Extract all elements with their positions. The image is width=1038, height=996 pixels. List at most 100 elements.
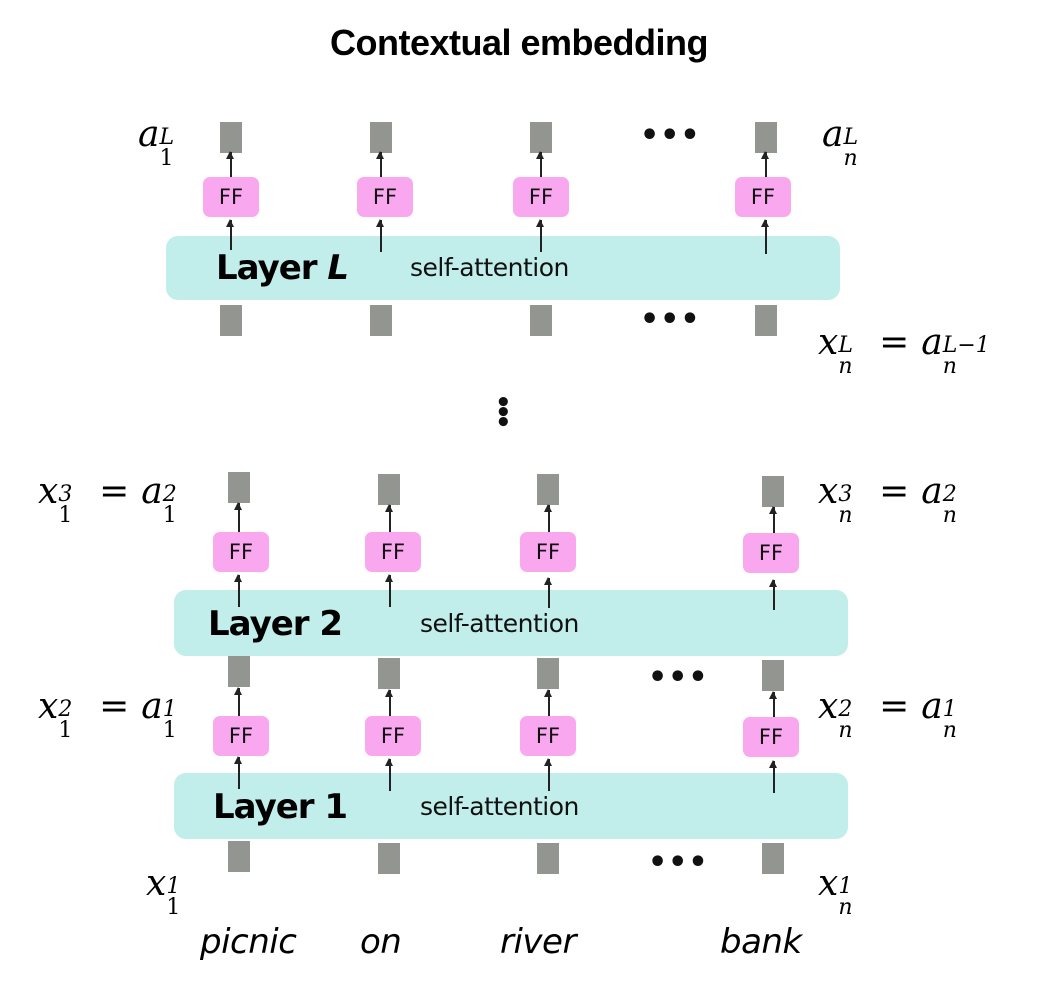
arrow-up bbox=[770, 506, 776, 537]
math-sup: 2 bbox=[942, 482, 957, 508]
output-vector-1-layer-2 bbox=[228, 472, 250, 503]
ff-box-layer-2-n: FF bbox=[743, 533, 799, 573]
math-base: a bbox=[141, 686, 163, 727]
arrow-up bbox=[235, 687, 241, 718]
math-sub: 1 bbox=[159, 146, 174, 172]
math-sub: n bbox=[942, 503, 957, 529]
ellipsis-input-layer-L: ••• bbox=[640, 302, 701, 337]
math-sub: n bbox=[838, 895, 853, 921]
output-vector-2-layer-L bbox=[370, 122, 392, 153]
math-base: a bbox=[822, 114, 844, 155]
math-equals: = bbox=[879, 322, 910, 363]
layer-L-self-attention-label: self-attention bbox=[410, 253, 569, 282]
arrow-up bbox=[545, 504, 551, 535]
math-sub: n bbox=[838, 503, 853, 529]
math-sup: 1 bbox=[162, 697, 177, 723]
math-sup: 2 bbox=[838, 697, 853, 723]
input-vector-n-layer-L bbox=[755, 305, 777, 336]
arrow-up bbox=[762, 219, 768, 254]
math-base: x bbox=[818, 863, 839, 904]
arrow-up bbox=[377, 219, 383, 252]
output-vector-1-layer-1 bbox=[228, 656, 250, 687]
ff-box-layer-1-1: FF bbox=[213, 716, 269, 756]
ff-box-layer-L-1: FF bbox=[203, 177, 259, 217]
math-equals: = bbox=[99, 471, 130, 512]
arrow-up bbox=[235, 756, 241, 789]
math-sup: 1 bbox=[166, 874, 181, 900]
math-base: a bbox=[141, 471, 163, 512]
arrow-up bbox=[545, 577, 551, 608]
ff-box-layer-1-n: FF bbox=[743, 717, 799, 757]
math-sup: 1 bbox=[942, 697, 957, 723]
ellipsis-output-layer-L: ••• bbox=[640, 118, 701, 153]
arrow-up bbox=[762, 151, 768, 178]
input-word-3: river bbox=[500, 922, 576, 962]
arrow-up bbox=[386, 574, 392, 607]
layer-1-band bbox=[174, 773, 848, 839]
ff-box-layer-1-2: FF bbox=[365, 716, 421, 756]
math-equals: = bbox=[99, 686, 130, 727]
arrow-up bbox=[386, 758, 392, 791]
input-vector-1-layer-1 bbox=[228, 841, 250, 872]
layer-2-band bbox=[174, 590, 848, 656]
ff-box-layer-L-3: FF bbox=[513, 177, 569, 217]
math-base: a bbox=[921, 322, 943, 363]
layer-1-self-attention-label: self-attention bbox=[420, 792, 579, 821]
math-sub: n bbox=[843, 146, 858, 172]
ff-box-layer-2-1: FF bbox=[213, 532, 269, 572]
arrow-up bbox=[386, 689, 392, 718]
layer-2-self-attention-label: self-attention bbox=[420, 609, 579, 638]
math-sub: 1 bbox=[58, 503, 73, 529]
vertical-ellipsis: • • • bbox=[495, 388, 512, 438]
math-sup: 3 bbox=[838, 482, 853, 508]
math-base: x bbox=[818, 686, 839, 727]
output-vector-n-layer-L bbox=[755, 122, 777, 153]
math-base: x bbox=[38, 471, 59, 512]
ff-box-layer-2-3: FF bbox=[520, 532, 576, 572]
input-vector-2-layer-1 bbox=[378, 843, 400, 874]
arrow-up bbox=[235, 502, 241, 535]
ff-box-layer-2-2: FF bbox=[365, 532, 421, 572]
ff-box-layer-1-3: FF bbox=[520, 716, 576, 756]
input-word-2: on bbox=[360, 922, 402, 962]
math-sub: n bbox=[942, 718, 957, 744]
math-sup: 2 bbox=[162, 482, 177, 508]
ellipsis-output-layer-1: ••• bbox=[648, 660, 709, 695]
math-base: x bbox=[818, 322, 839, 363]
input-vector-2-layer-L bbox=[370, 305, 392, 336]
diagram-title: Contextual embedding bbox=[329, 22, 709, 63]
output-vector-3-layer-1 bbox=[537, 658, 559, 689]
arrow-up bbox=[537, 219, 543, 252]
arrow-up bbox=[545, 758, 551, 791]
output-vector-3-layer-L bbox=[530, 122, 552, 153]
input-vector-n-layer-1 bbox=[762, 843, 784, 874]
layer-L-label: Layer L bbox=[216, 248, 349, 288]
math-sub: 1 bbox=[162, 718, 177, 744]
arrow-up bbox=[770, 760, 776, 793]
arrow-up bbox=[227, 151, 233, 178]
arrow-up bbox=[377, 151, 383, 178]
output-vector-3-layer-2 bbox=[537, 474, 559, 505]
layer-L-label-prefix: Layer bbox=[216, 248, 328, 288]
math-equals: = bbox=[879, 686, 910, 727]
math-equals: = bbox=[879, 471, 910, 512]
math-sup: L bbox=[843, 125, 859, 151]
arrow-up bbox=[770, 579, 776, 610]
output-vector-n-layer-1 bbox=[762, 660, 784, 691]
layer-1-label: Layer 1 bbox=[213, 787, 348, 827]
ff-box-layer-L-n: FF bbox=[735, 177, 791, 217]
math-sub: 1 bbox=[162, 503, 177, 529]
math-sub: 1 bbox=[58, 718, 73, 744]
math-sup: L bbox=[159, 125, 175, 151]
math-sub: n bbox=[942, 354, 957, 380]
arrow-up bbox=[227, 219, 233, 250]
arrow-up bbox=[545, 689, 551, 718]
math-sub: 1 bbox=[166, 895, 181, 921]
